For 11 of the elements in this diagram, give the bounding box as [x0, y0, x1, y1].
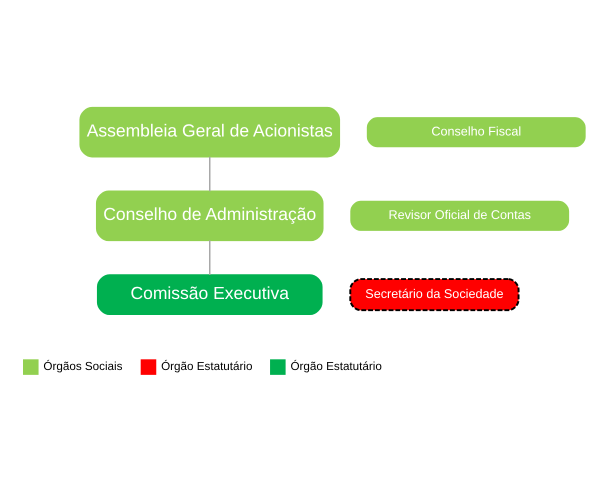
node-box: Conselho de Administração: [96, 190, 324, 241]
node-box: Assembleia Geral de Acionistas: [79, 106, 340, 157]
legend-label: Órgão Estatutário: [290, 360, 382, 373]
node-box: Comissão Executiva: [96, 274, 323, 315]
legend-label: Órgão Estatutário: [161, 360, 252, 373]
node-box: Conselho Fiscal: [366, 116, 586, 147]
node-box: Secretário da Sociedade: [349, 278, 520, 311]
connector: [209, 156, 210, 191]
connector: [209, 240, 210, 274]
node-box: Revisor Oficial de Contas: [350, 200, 570, 230]
legend-label: Órgãos Sociais: [43, 360, 122, 373]
